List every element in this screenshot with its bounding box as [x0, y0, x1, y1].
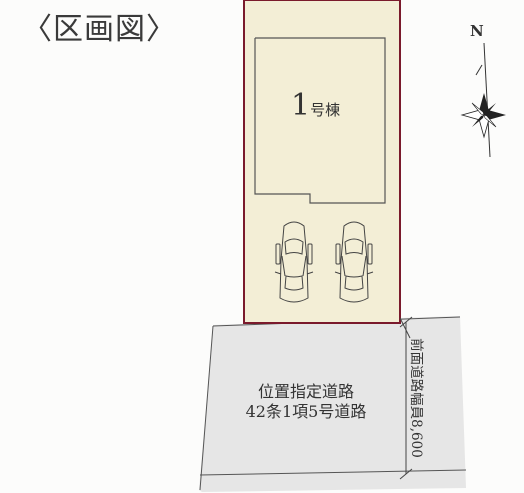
north-label: N	[470, 22, 484, 40]
building-footprint	[254, 37, 386, 204]
compass-rose-icon	[460, 42, 506, 158]
road-width-label: 前面道路幅員8,600	[408, 338, 424, 458]
building-suffix: 号棟	[310, 101, 341, 119]
page-title: 〈区画図〉	[22, 12, 177, 47]
lot-parcel	[243, 0, 401, 324]
road-name-line1: 位置指定道路	[257, 382, 354, 401]
road-label: 位置指定道路 42条1項5号道路	[210, 382, 402, 422]
road-edge-bottom	[199, 469, 467, 476]
car-icon	[334, 221, 374, 303]
road-width-dimension	[399, 316, 413, 480]
car-icon	[274, 221, 314, 303]
road-area	[199, 316, 466, 492]
road-edge-left	[199, 325, 214, 491]
building-number: 1	[291, 88, 311, 123]
building-label: 1号棟	[291, 88, 340, 123]
road-name-line2: 42条1項5号道路	[245, 402, 367, 421]
